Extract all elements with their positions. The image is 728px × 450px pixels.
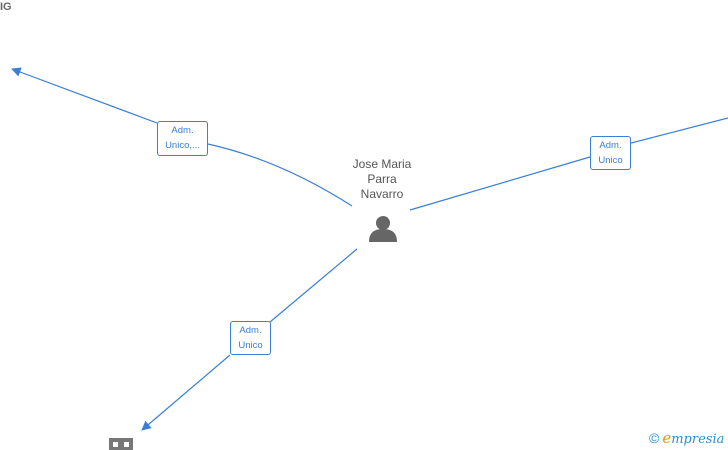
truncated-node-label: IG [0,1,12,13]
relation-label-lower-left[interactable]: Adm. Unico [230,321,271,355]
relation-label-line: Unico,... [165,140,200,151]
person-icon[interactable] [369,216,397,242]
person-name[interactable]: Jose Maria Parra Navarro [332,157,432,202]
relation-label-line: Unico [238,340,263,351]
copyright-symbol: © [649,430,660,446]
brand-name: mpresia [671,432,725,447]
brand-initial: e [662,429,672,447]
relation-label-line: Adm. [171,125,194,136]
relation-label-upper-left[interactable]: Adm. Unico,... [157,121,208,156]
edge-lower-left [269,248,358,323]
edge-upper-left-arrow [11,67,158,124]
relation-label-line: Adm. [239,325,262,336]
relation-label-line: Unico [598,155,623,166]
edge-upper-left [207,143,353,207]
person-name-line: Navarro [360,187,404,201]
relation-label-line: Adm. [599,140,622,151]
relation-label-right[interactable]: Adm. Unico [590,136,631,170]
person-name-line: Parra [367,172,397,186]
edge-right [409,156,591,211]
building-icon[interactable] [109,438,133,450]
person-name-line: Jose Maria [352,157,412,171]
empresia-watermark: ©empresia [649,429,724,447]
edge-right-out [630,117,728,144]
edge-lower-left-arrow [141,354,231,431]
